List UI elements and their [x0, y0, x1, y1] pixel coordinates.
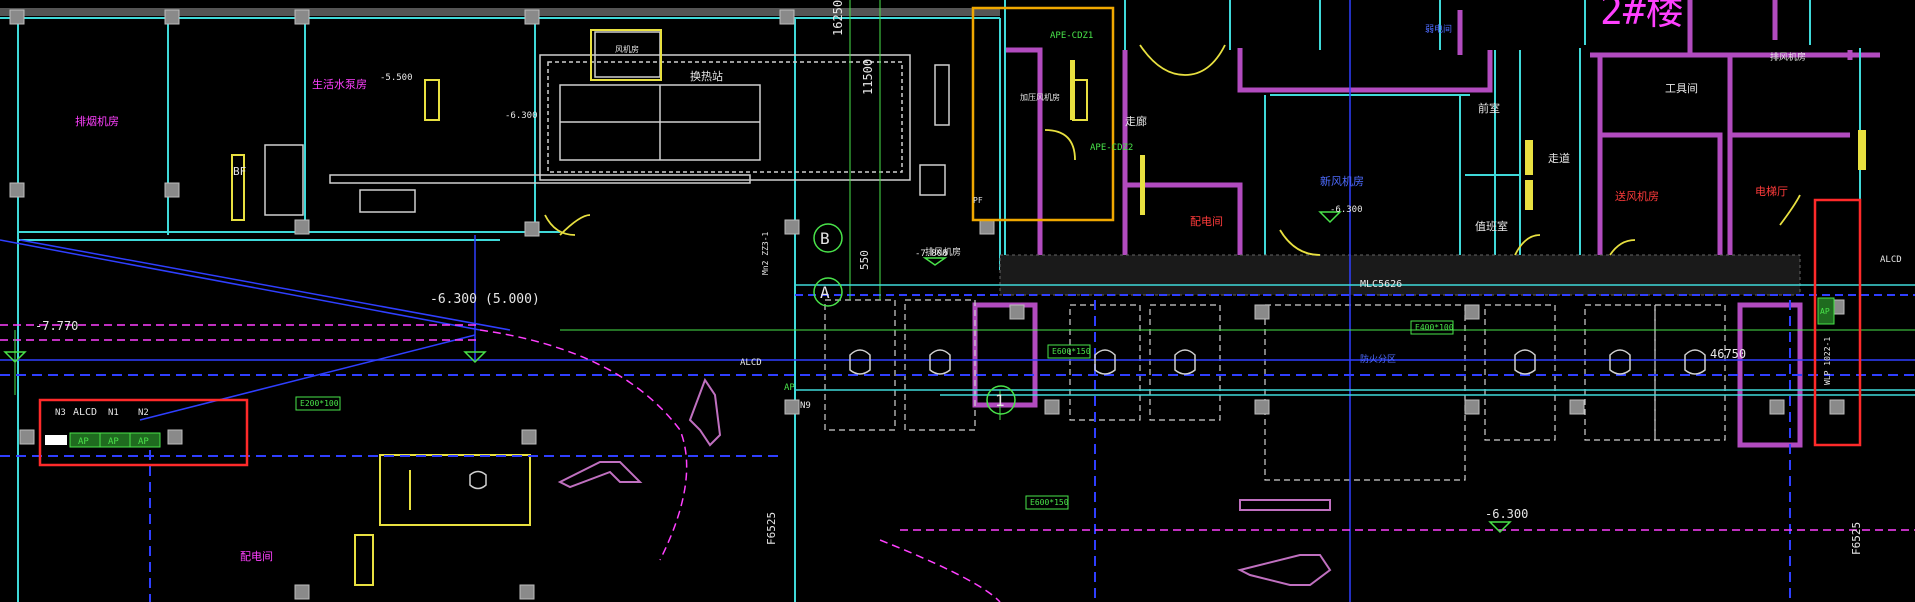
room-1: 排烟机房 — [75, 114, 119, 128]
dimension-550: 550 — [858, 250, 871, 270]
room-12: 值班室 — [1475, 219, 1508, 233]
tag-panel-1: APE-CDZ1 — [1050, 31, 1093, 41]
room-2: 换热站 — [690, 69, 723, 83]
level-note: (5.000) — [485, 292, 540, 307]
dimension-11500: 11500 — [861, 59, 875, 95]
level-markers — [3, 211, 1512, 534]
dimension-16250: 16250 — [831, 0, 845, 36]
tag-bf: BF — [233, 165, 246, 178]
room-4: 风机房 — [615, 44, 639, 54]
room-9: 走道 — [1548, 151, 1570, 165]
tag-n1: N1 — [108, 408, 119, 418]
tag-ap-2: AP — [108, 437, 119, 447]
room-15: 送风机房 — [1615, 189, 1659, 203]
room-6: 走廊 — [1125, 114, 1147, 128]
axis-label-b: B — [820, 229, 830, 248]
heat-exchange-room — [264, 31, 950, 216]
tag-n3: N3 — [55, 408, 66, 418]
tag-vertical-2: WLP 1022-1 — [1823, 337, 1832, 385]
charging-plug-icons — [469, 349, 1706, 490]
tag-alcd-1: ALCD — [73, 407, 97, 418]
elevation-2: -6.300 — [505, 111, 538, 121]
wall-bits-yellow — [1070, 60, 1866, 215]
room-11: 加压风机房 — [1020, 92, 1060, 102]
room-8: 新风机房 — [1320, 174, 1364, 188]
tag-pf: PF — [973, 196, 983, 205]
tag-alcd-2: ALCD — [740, 358, 762, 368]
axis-labels: B A 1 — [820, 229, 1005, 410]
panel-white-marker — [45, 435, 67, 445]
tag-cable-4: E600*150 — [1030, 498, 1069, 507]
tag-mlc: MLC5626 — [1360, 279, 1402, 290]
elevation-7: -6.300 — [1485, 507, 1528, 521]
tag-ap-5: AP — [1820, 307, 1830, 316]
elevation-6: -6.300 — [1330, 205, 1363, 215]
tag-vertical-1: Mn2 ZZ3-1 — [761, 231, 770, 275]
tag-n9: N9 — [800, 401, 811, 411]
room-outlines-right — [972, 0, 1880, 448]
top-wall-hatch — [0, 8, 1000, 16]
dimension-f6525-left: F6525 — [765, 512, 778, 545]
dimension-labels: 16250 11500 46750 550 F6525 F6525 — [765, 0, 1863, 555]
columns — [9, 9, 1845, 600]
elevation-1: -5.500 — [380, 73, 413, 83]
ap-panels — [69, 297, 1835, 448]
tag-cable-3: E400*100 — [1415, 323, 1454, 332]
elevation-3: -6.300 — [430, 292, 477, 307]
axis-grid-lines — [14, 0, 1915, 420]
cable-tag-boxes — [295, 320, 1454, 510]
highlight-box-orange[interactable] — [971, 6, 1115, 222]
hatched-slab — [999, 254, 1801, 296]
room-13: 弱电间 — [1425, 23, 1452, 35]
building-label: 2#楼 — [1600, 0, 1684, 33]
room-7: 配电间 — [1190, 215, 1223, 228]
highlight-box-red-left[interactable] — [38, 398, 249, 467]
tag-alcd-3: ALCD — [1880, 255, 1902, 265]
room-17: 工具间 — [1665, 82, 1698, 95]
equipment-tags: APE-CDZ1 APE-CDZ2 MLC5626 ALCD ALCD ALCD… — [55, 31, 1902, 507]
magenta-dashed — [0, 324, 1915, 602]
room-16: 电梯厅 — [1755, 185, 1788, 198]
elevation-4: -7.770 — [35, 319, 78, 333]
highlight-box-red-right[interactable] — [1813, 198, 1862, 447]
axis-label-1: 1 — [995, 391, 1005, 410]
axis-label-a: A — [820, 283, 830, 302]
dimension-f6525-right: F6525 — [1850, 522, 1863, 555]
room-14: 防火分区 — [1360, 353, 1396, 365]
room-5: 排风机房 — [925, 246, 961, 258]
room-10: 前室 — [1478, 101, 1500, 115]
tag-n2: N2 — [138, 408, 149, 418]
doors — [544, 44, 1801, 256]
tag-ap-3: AP — [138, 437, 149, 447]
axis-bubbles — [813, 223, 1016, 415]
tag-cable-2: E600*150 — [1052, 347, 1091, 356]
elevation-5: -7.800 — [915, 249, 948, 259]
tag-panel-2: APE-CDZ2 — [1090, 143, 1133, 153]
elevation-labels: -5.500 -6.300 -6.300 (5.000) -7.770 -7.8… — [35, 73, 1528, 521]
room-3: 生活水泵房 — [312, 77, 367, 91]
tag-ap-1: AP — [78, 437, 89, 447]
blue-dashed-lines — [0, 294, 1915, 602]
dimension-46750: 46750 — [1710, 347, 1746, 361]
ramp-arrows — [557, 377, 1332, 586]
parking-bays — [824, 299, 1726, 481]
corridor-walls — [795, 284, 1915, 396]
tag-ap-4: AP — [784, 383, 795, 393]
tag-cable-1: E200*100 — [300, 399, 339, 408]
room-labels: 排烟机房 换热站 生活水泵房 风机房 排风机房 走廊 配电间 新风机房 走道 前… — [75, 23, 1806, 563]
room-18: 排风机房 — [1770, 51, 1806, 63]
room-19: 配电间 — [240, 550, 273, 563]
